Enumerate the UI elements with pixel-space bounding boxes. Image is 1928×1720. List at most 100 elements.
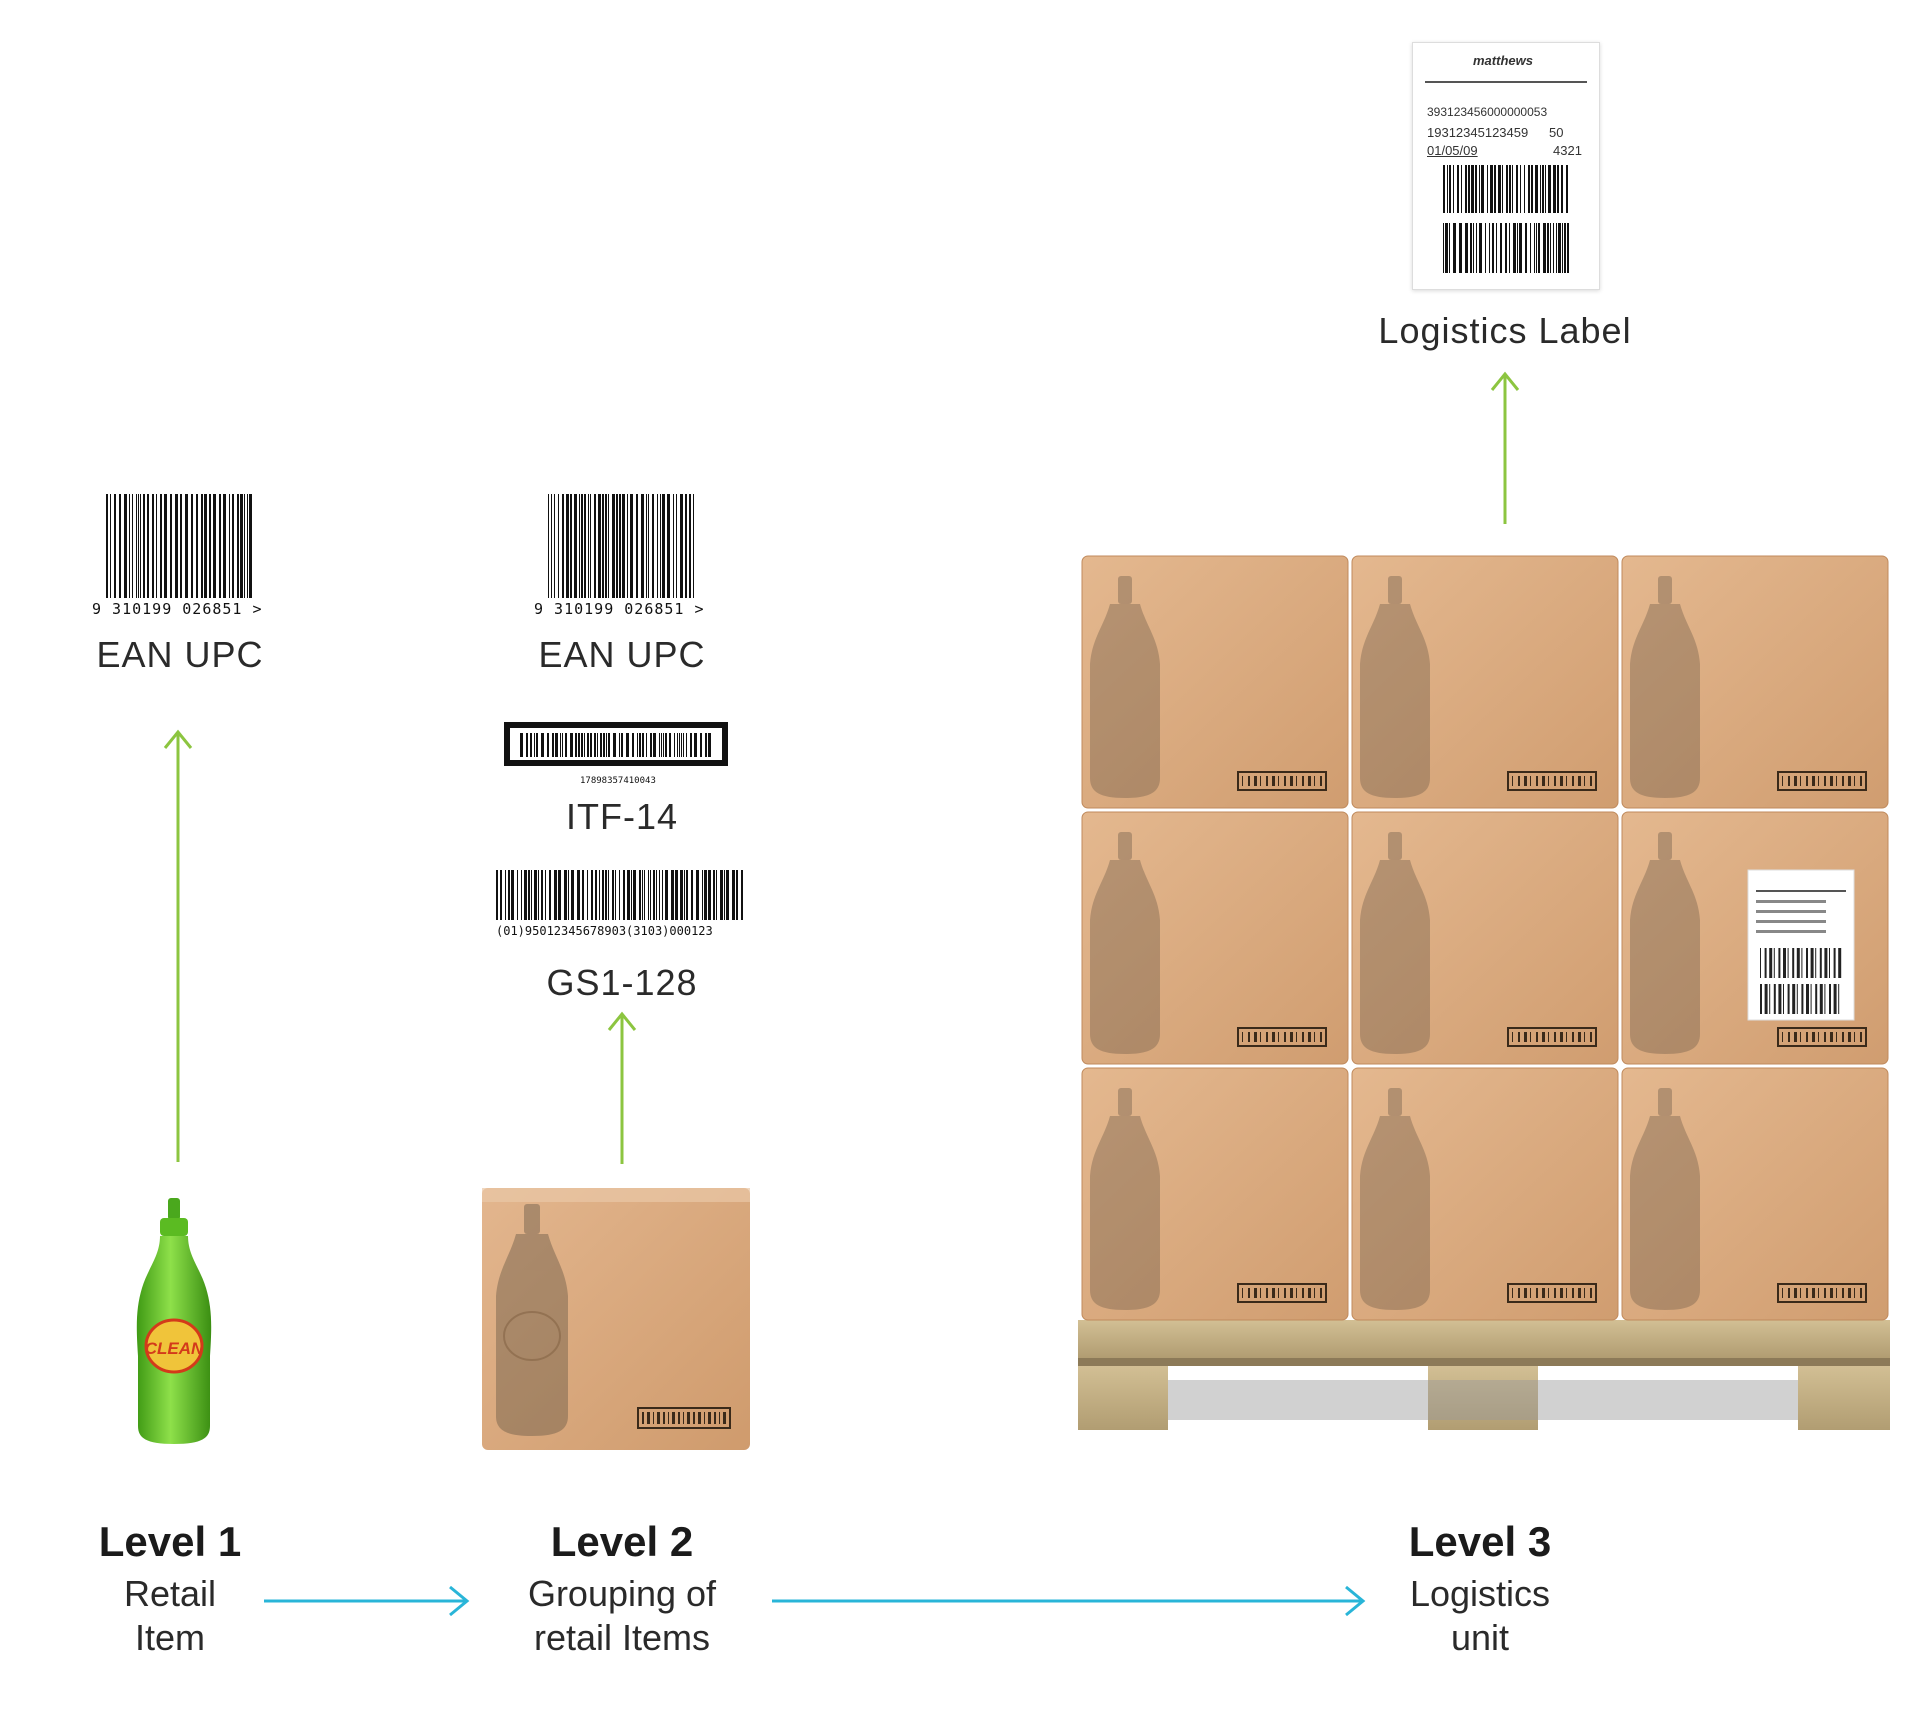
carton-barcode-bar (1296, 1288, 1297, 1298)
pallet-label-text-line (1756, 930, 1826, 933)
carton-barcode-bar (1278, 1032, 1279, 1042)
pallet-label-text-line (1756, 920, 1826, 923)
carton-barcode-bar (1248, 1032, 1250, 1042)
barcode-bar (593, 733, 596, 757)
barcode-bar (244, 494, 245, 598)
pallet-label-barcode-bar (1810, 948, 1814, 978)
label-batch: 4321 (1553, 143, 1582, 158)
barcode-bar (124, 494, 127, 598)
pallet-label-barcode-bar (1838, 948, 1842, 978)
barcode-bar (674, 733, 676, 757)
carton-barcode-bar (1800, 1288, 1801, 1298)
barcode-bar (619, 494, 621, 598)
barcode-bar (232, 494, 234, 598)
flow-arrow-level2-to-level3 (772, 1585, 1366, 1617)
barcode-bar (657, 494, 658, 598)
barcode-bar (616, 494, 618, 598)
barcode-bar (529, 733, 532, 757)
carton-bottle-cap (1388, 576, 1402, 604)
barcode-bar (1536, 223, 1537, 273)
barcode-bar (180, 494, 182, 598)
barcode-bar (1520, 165, 1521, 213)
barcode-bar (591, 870, 593, 920)
carton-barcode-bar (1272, 1288, 1275, 1298)
barcode-bar (1530, 223, 1531, 273)
carton-barcode-bar (1566, 1288, 1567, 1298)
pallet-label-barcode-bar (1773, 948, 1775, 978)
pallet-deck (1078, 1320, 1890, 1358)
label-quantity: 50 (1549, 125, 1564, 140)
carton-barcode-bar (1536, 1288, 1538, 1298)
barcode-bar (147, 494, 149, 598)
barcode-bar (632, 733, 635, 757)
barcode-bar (1443, 165, 1445, 213)
carton-barcode-bar (1818, 776, 1819, 786)
carton-barcode-bar (1242, 1288, 1243, 1298)
carton-barcode-bar (1284, 1032, 1286, 1042)
carton-barcode-bar (1806, 776, 1808, 786)
barcode-bar (540, 733, 544, 757)
level1-ean-caption: EAN UPC (96, 634, 264, 675)
pallet-label-barcode-bar (1815, 948, 1817, 978)
barcode-bar (525, 733, 528, 757)
barcode-bar (623, 870, 625, 920)
carton-barcode-bar (1566, 776, 1567, 786)
pallet-label-barcode-bar (1796, 948, 1800, 978)
carton-bottle-print (1090, 860, 1160, 1054)
carton-barcode-bar (1308, 776, 1311, 786)
barcode-bar (612, 870, 614, 920)
pallet-label-barcode-bar (1792, 948, 1795, 978)
carton-barcode-bar (1782, 1288, 1783, 1298)
barcode-bar (561, 733, 563, 757)
barcode-bar (584, 494, 586, 598)
carton-barcode-bar (1524, 1288, 1527, 1298)
barcode-bar (160, 494, 162, 598)
carton-barcode-bar (1788, 776, 1790, 786)
pallet-label-barcode-bar (1796, 984, 1798, 1014)
barcode-bar (732, 870, 735, 920)
carton-bottle-cap (1118, 832, 1132, 860)
carton-barcode-bar (1536, 1032, 1538, 1042)
carton-barcode-bar (1836, 1032, 1837, 1042)
carton-barcode-frame (1237, 1283, 1327, 1303)
carton-bottle-print (1360, 1116, 1430, 1310)
carton-barcode-bar (1848, 1032, 1851, 1042)
pallet-label-barcode-bar (1824, 984, 1826, 1014)
level1-subtitle-line2: Item (134, 1617, 205, 1658)
barcode-bar (652, 494, 654, 598)
carton-barcode-bar (1824, 776, 1826, 786)
barcode-bar (1465, 165, 1467, 213)
barcode-bar (633, 870, 636, 920)
arrow-level2-up (607, 1011, 637, 1164)
barcode-bar (505, 870, 506, 920)
barcode-bar (724, 870, 725, 920)
carton-barcode-bar (1308, 1288, 1311, 1298)
barcode-bar (680, 870, 683, 920)
barcode-bar (622, 494, 625, 598)
barcode-bar (644, 870, 645, 920)
barcode-bar (1509, 223, 1510, 273)
barcode-bar (240, 494, 243, 598)
barcode-bar (1517, 223, 1518, 273)
carton-barcode-bar (1296, 1032, 1297, 1042)
pallet-shadow (1168, 1380, 1798, 1420)
barcode-bar (1505, 223, 1507, 273)
barcode-bar (1553, 165, 1556, 213)
pallet-label-barcode-bar (1833, 948, 1836, 978)
carton-barcode-bar (1854, 1032, 1855, 1042)
barcode-bar (229, 494, 230, 598)
barcode-bar (694, 733, 698, 757)
barcode-bar (648, 494, 649, 598)
barcode-bar (574, 494, 577, 598)
barcode-bar (1535, 165, 1538, 213)
carton-barcode-frame (1777, 1027, 1867, 1047)
carton-barcode-bar (1542, 776, 1545, 786)
logistics-label-card: matthews 393123456000000053 193123451234… (1412, 42, 1600, 290)
barcode-bar (129, 494, 130, 598)
barcode-bar (641, 494, 644, 598)
carton-barcode-bar (1320, 1032, 1322, 1042)
pallet-label-barcode-bar (1787, 984, 1790, 1014)
pallet-label-barcode-bar (1806, 984, 1809, 1014)
carton-barcode-bar (1266, 776, 1268, 786)
level2-itf14-digits: 17898357410043 (580, 776, 656, 786)
